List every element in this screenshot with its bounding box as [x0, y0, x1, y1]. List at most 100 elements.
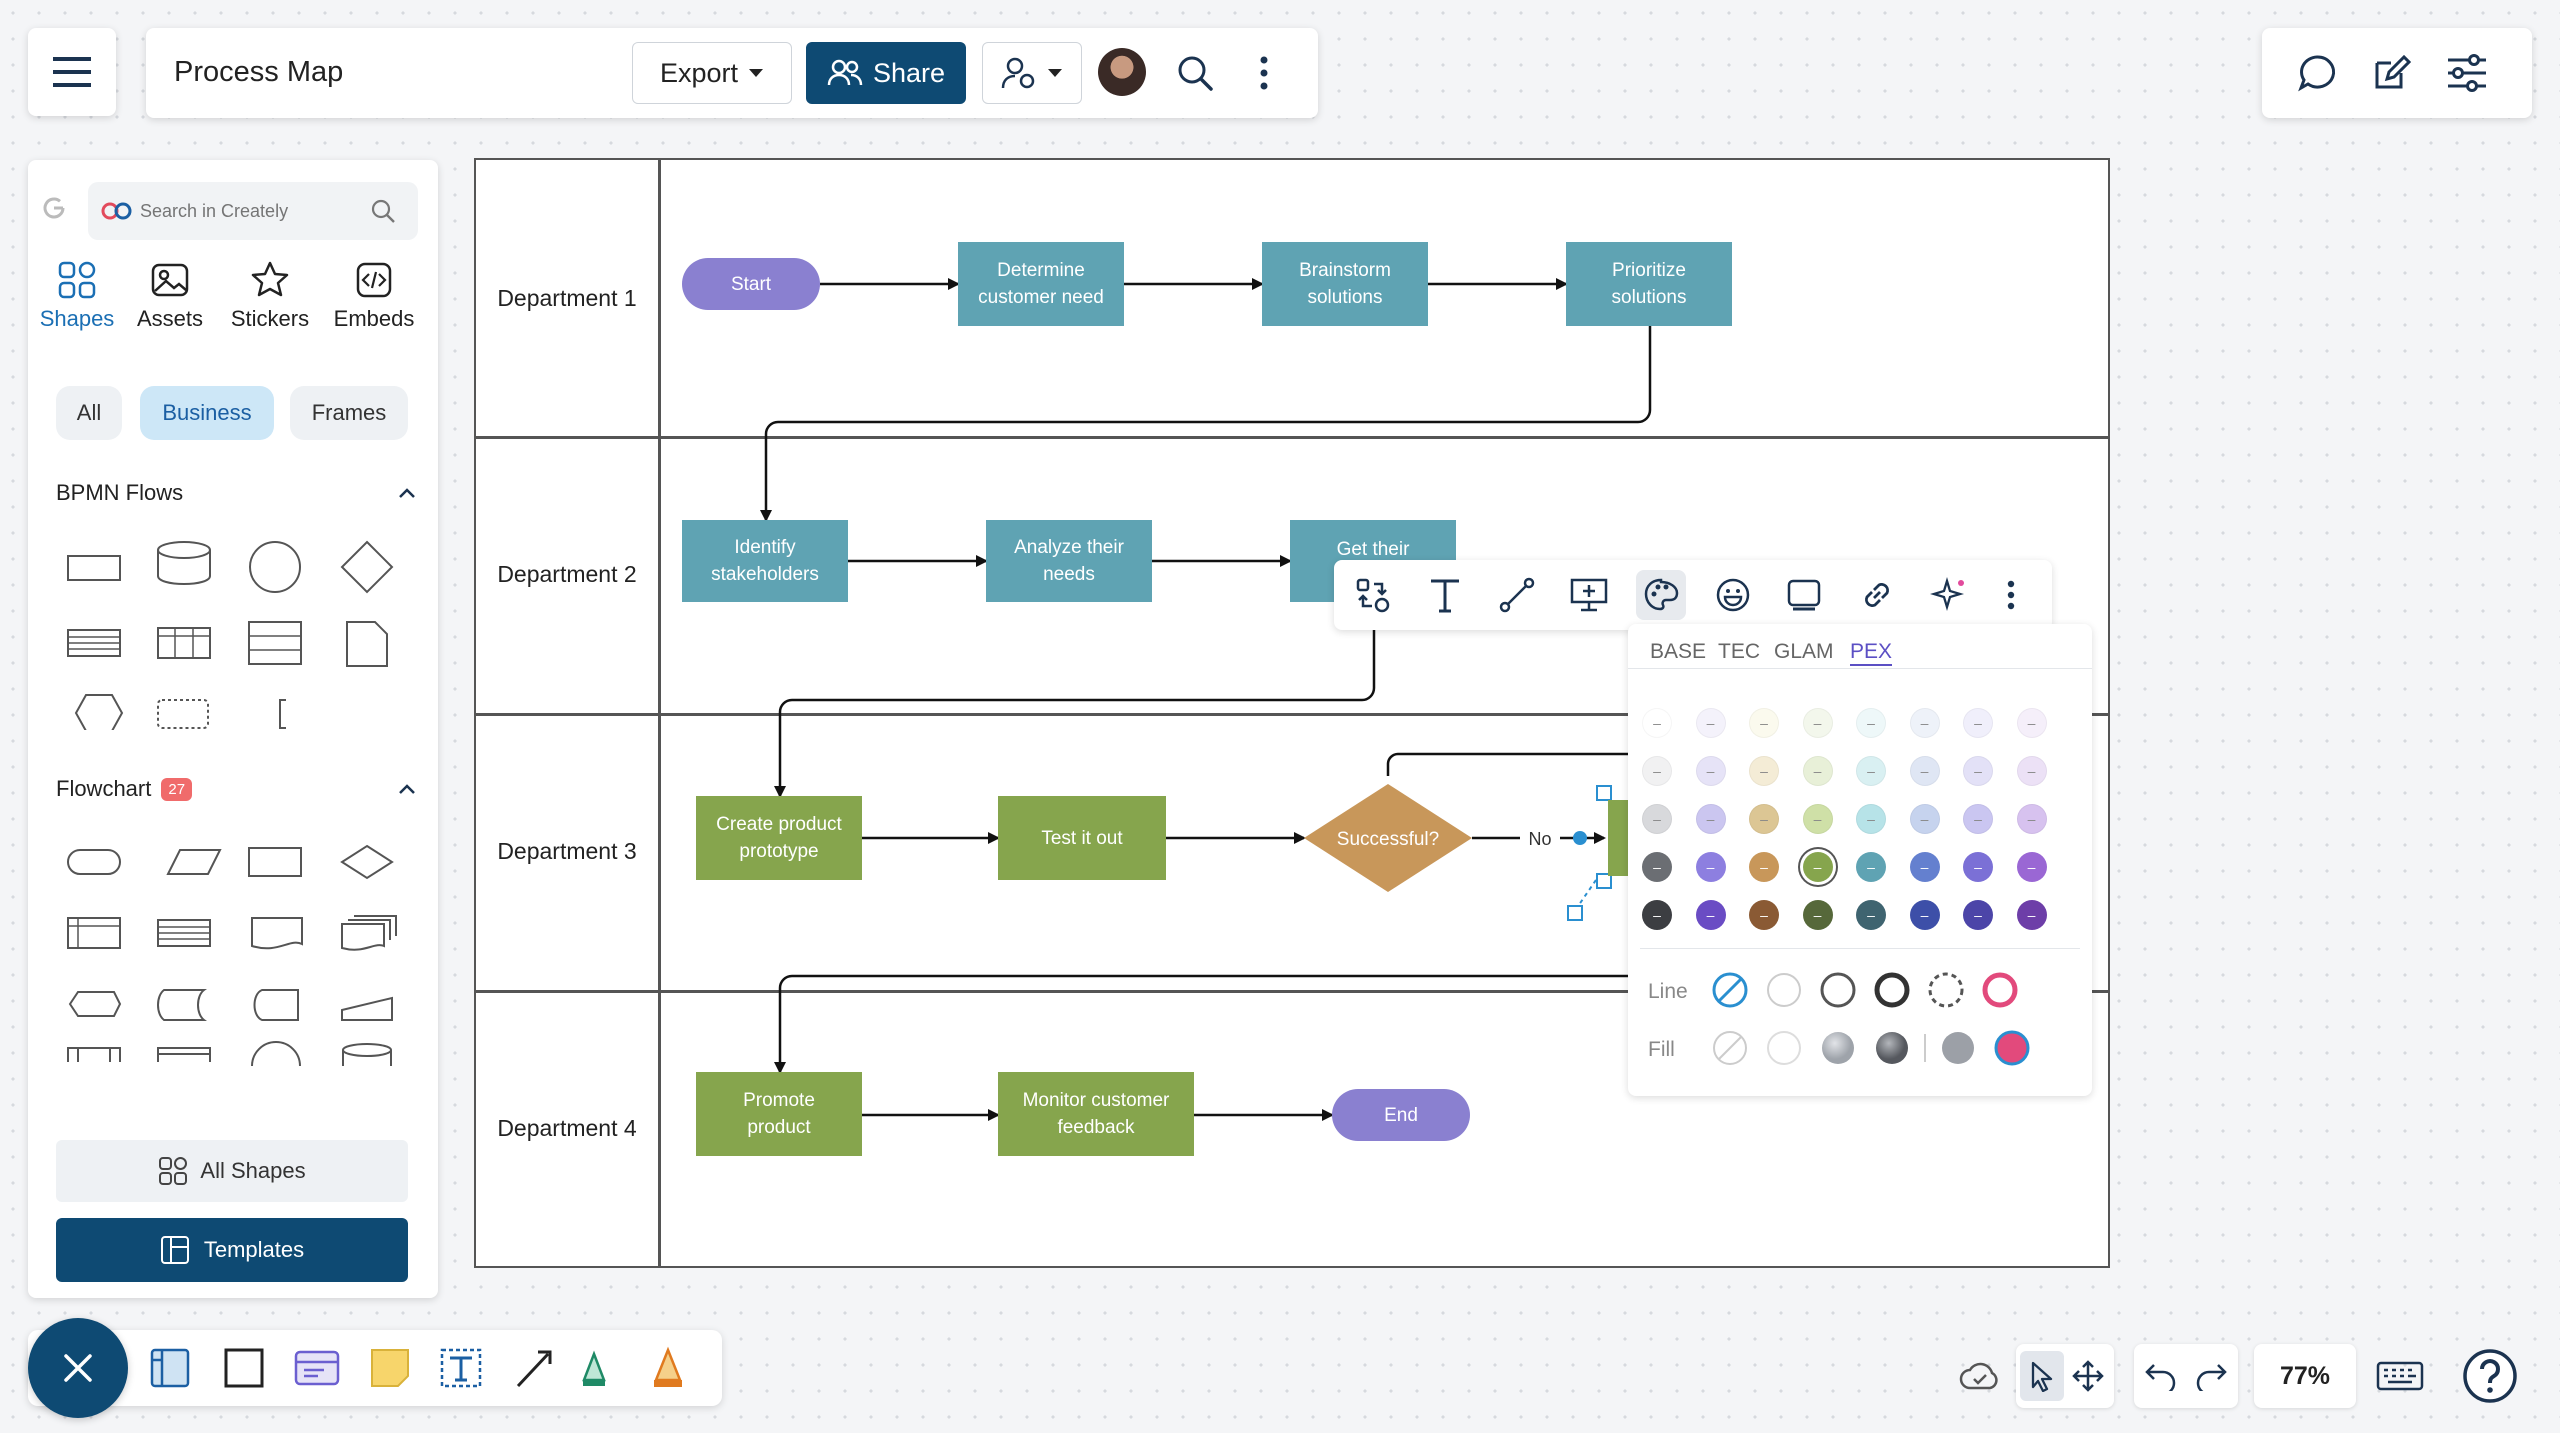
fill-light-gradient-option[interactable]	[1822, 1032, 1854, 1064]
avatar[interactable]	[1098, 48, 1146, 96]
all-shapes-button[interactable]: All Shapes	[56, 1140, 408, 1202]
rectangle-tool-icon[interactable]	[224, 1348, 264, 1388]
lane-label[interactable]: Department 3	[497, 838, 637, 864]
link-button[interactable]	[1852, 570, 1902, 620]
search-field[interactable]	[88, 182, 418, 240]
shape-annotation[interactable]	[279, 699, 286, 729]
color-swatch[interactable]: –	[1642, 804, 1672, 834]
lane-label[interactable]: Department 2	[497, 561, 637, 587]
tab-embeds[interactable]: Embeds	[328, 260, 420, 332]
color-swatch[interactable]: –	[1642, 708, 1672, 738]
color-swatch[interactable]: –	[2016, 852, 2047, 882]
color-swatch[interactable]: –	[1695, 756, 1726, 786]
fill-dark-gradient-option[interactable]	[1876, 1032, 1908, 1064]
templates-button[interactable]: Templates	[56, 1218, 408, 1282]
highlighter-tool-icon[interactable]	[654, 1346, 682, 1387]
color-swatch[interactable]: –	[1802, 756, 1833, 786]
color-swatch[interactable]: –	[1909, 852, 1940, 882]
color-swatch[interactable]: –	[2016, 900, 2047, 930]
shape-cylinder[interactable]	[342, 1043, 392, 1066]
tab-stickers[interactable]: Stickers	[224, 260, 316, 332]
line-tool-icon[interactable]	[516, 1350, 552, 1388]
shape-hexagon[interactable]	[74, 694, 124, 730]
pen-tool-icon[interactable]	[582, 1350, 606, 1386]
tab-shapes[interactable]: Shapes	[38, 260, 116, 332]
filter-all[interactable]: All	[56, 386, 122, 440]
main-menu-button[interactable]	[28, 28, 116, 116]
selection-handle[interactable]	[1567, 905, 1583, 921]
color-swatch[interactable]: –	[1749, 852, 1779, 882]
palette-tab-glam[interactable]: GLAM	[1774, 640, 1834, 663]
selection-handle[interactable]	[1596, 785, 1612, 801]
color-swatch[interactable]: –	[1695, 900, 1726, 930]
shape-terminator[interactable]	[67, 849, 121, 875]
fill-gray-option[interactable]	[1942, 1032, 1974, 1064]
line-dashed-option[interactable]	[1928, 972, 1964, 1008]
color-swatch[interactable]: –	[1963, 900, 1993, 930]
shape-arc[interactable]	[251, 1041, 301, 1067]
shape-parallelogram[interactable]	[166, 849, 222, 875]
lane-label[interactable]: Department 1	[497, 284, 637, 311]
section-flowchart[interactable]: Flowchart 27	[56, 776, 416, 802]
color-swatch[interactable]: –	[1749, 804, 1779, 834]
connector[interactable]	[774, 602, 1376, 798]
tab-assets[interactable]: Assets	[130, 260, 210, 332]
line-thick-option[interactable]	[1874, 972, 1910, 1008]
pan-tool-button[interactable]	[2066, 1351, 2110, 1401]
color-swatch[interactable]: –	[1802, 708, 1833, 738]
connector-button[interactable]	[1492, 570, 1542, 620]
node-promote-product[interactable]: Promote product	[696, 1072, 862, 1156]
shape-process[interactable]	[248, 847, 302, 877]
search-input[interactable]	[140, 200, 370, 222]
shape-rectangle[interactable]	[67, 555, 121, 581]
shape-multi-document[interactable]	[341, 915, 397, 951]
node-test-it-out[interactable]: Test it out	[998, 796, 1166, 880]
color-swatch[interactable]: –	[1642, 756, 1672, 786]
node-create-prototype[interactable]: Create product prototype	[696, 796, 862, 880]
close-tools-button[interactable]	[28, 1318, 128, 1418]
more-options-button[interactable]	[1986, 570, 2036, 620]
palette-tab-pex[interactable]: PEX	[1850, 640, 1893, 666]
edit-button[interactable]	[2366, 48, 2416, 98]
fill-none-option[interactable]	[1713, 1031, 1747, 1065]
node-determine-need[interactable]: Determine customer need	[958, 242, 1124, 326]
frame-tool-icon[interactable]	[150, 1348, 190, 1388]
color-swatch[interactable]: –	[1749, 900, 1779, 930]
node-identify-stakeholders[interactable]: Identify stakeholders	[682, 520, 848, 602]
color-swatch[interactable]: –	[1909, 756, 1940, 786]
color-swatch[interactable]: –	[1963, 756, 1993, 786]
line-medium-option[interactable]	[1820, 972, 1856, 1008]
color-swatch[interactable]: –	[1642, 900, 1672, 930]
text-tool-icon[interactable]	[440, 1348, 482, 1388]
connector[interactable]	[760, 326, 1652, 522]
keyboard-shortcuts-button[interactable]	[2372, 1352, 2428, 1400]
node-prioritize[interactable]: Prioritize solutions	[1566, 242, 1732, 326]
fill-white-option[interactable]	[1767, 1031, 1801, 1065]
shape-predefined[interactable]	[67, 1047, 121, 1062]
collaborators-dropdown[interactable]	[982, 42, 1082, 104]
shape-table[interactable]	[157, 627, 211, 659]
color-swatch[interactable]: –	[1856, 900, 1886, 930]
color-swatch[interactable]: –	[2016, 804, 2047, 834]
color-palette-button[interactable]	[1636, 570, 1686, 620]
color-swatch[interactable]: –	[1963, 708, 1993, 738]
color-swatch[interactable]: –	[1749, 708, 1779, 738]
present-button[interactable]	[1564, 570, 1614, 620]
color-swatch[interactable]: –	[1695, 708, 1726, 738]
document-title[interactable]: Process Map	[174, 56, 344, 88]
color-swatch[interactable]: –	[1749, 756, 1779, 786]
color-swatch[interactable]: –	[1802, 852, 1833, 882]
color-swatch[interactable]: –	[1856, 804, 1886, 834]
color-swatch[interactable]: –	[1695, 804, 1726, 834]
color-swatch[interactable]: –	[2016, 756, 2047, 786]
shape-decision[interactable]	[340, 844, 394, 880]
redo-button[interactable]	[2188, 1351, 2234, 1401]
line-thin-option[interactable]	[1767, 973, 1801, 1007]
select-tool-button[interactable]	[2020, 1351, 2064, 1401]
connector-label-no[interactable]: No	[1520, 827, 1560, 851]
color-swatch[interactable]: –	[1909, 708, 1940, 738]
shape-internal-storage[interactable]	[67, 917, 121, 949]
ai-magic-button[interactable]	[1924, 570, 1974, 620]
line-color-option[interactable]	[1982, 972, 2018, 1008]
shape-swimlane[interactable]	[248, 621, 302, 665]
